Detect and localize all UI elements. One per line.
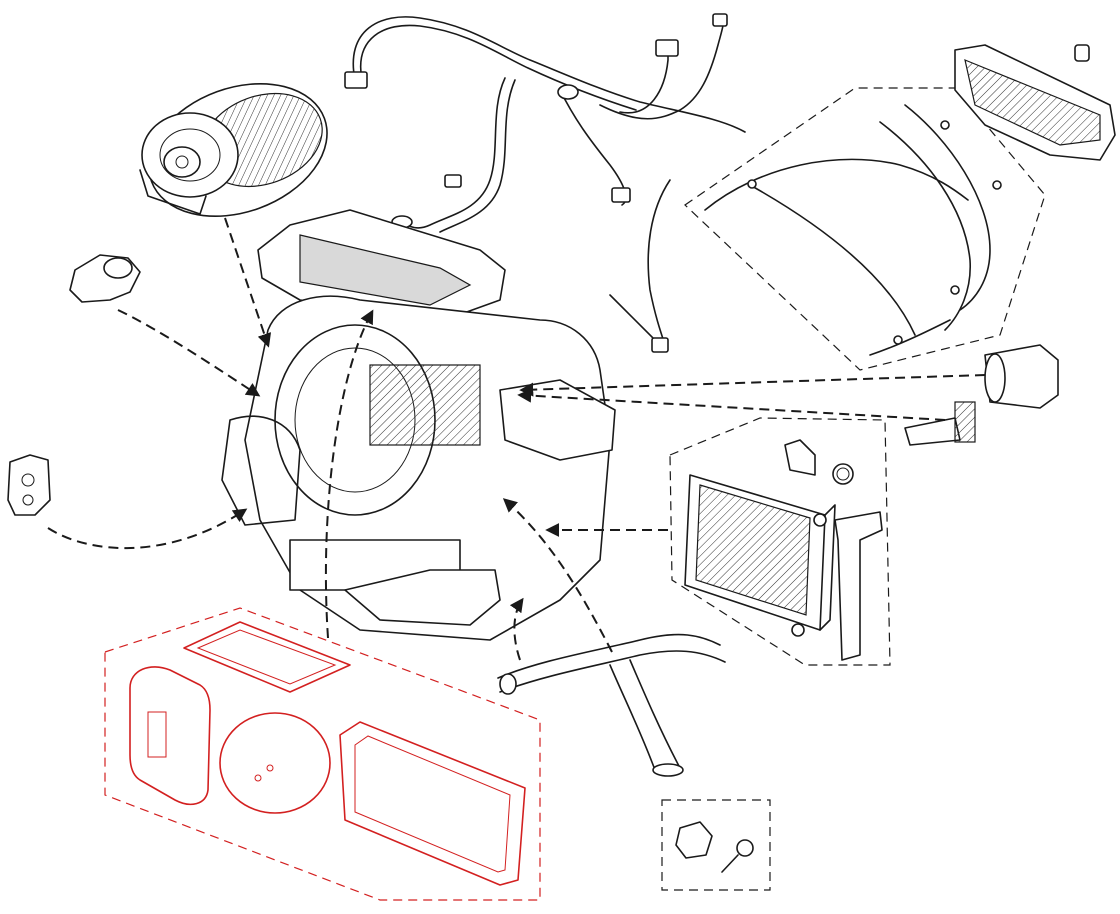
filter-kit[interactable] (104, 607, 541, 901)
filter-block[interactable] (129, 666, 211, 806)
clip-and-screw[interactable] (661, 799, 771, 891)
resistor-connector[interactable] (984, 344, 1059, 409)
filter-seal[interactable] (339, 721, 526, 886)
assembly-arrows (47, 217, 986, 661)
heater-housing[interactable] (221, 209, 616, 641)
drain-hose[interactable] (497, 633, 726, 777)
o-ring[interactable] (832, 463, 854, 485)
sensor-plug[interactable] (904, 401, 976, 446)
bracket[interactable] (784, 439, 883, 661)
filter-cylinder[interactable] (219, 712, 331, 814)
blower-motor-fan[interactable] (130, 60, 345, 239)
evaporator-core[interactable] (669, 417, 891, 666)
wiring-harness[interactable] (344, 13, 746, 353)
expansion-valve[interactable] (7, 454, 51, 516)
filter-frame[interactable] (183, 621, 351, 693)
control-panel[interactable] (954, 44, 1116, 161)
actuator-motor[interactable] (69, 254, 141, 303)
control-cables[interactable] (684, 87, 1046, 371)
